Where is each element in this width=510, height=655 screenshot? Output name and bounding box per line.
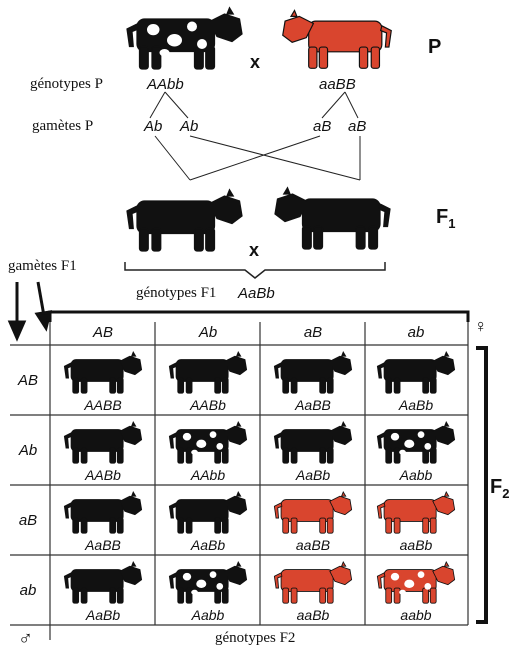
f2-cow-AAbb (168, 421, 248, 464)
f2-genotype-label: AaBb (85, 607, 121, 623)
parent-cow-red (282, 9, 392, 69)
generation-f1-label: F1 (436, 206, 456, 231)
gamete-left-1: Ab (144, 118, 163, 135)
generation-p-label: P (428, 36, 442, 58)
right-genotype: aaBB (319, 76, 356, 93)
f1-genotype: AaBb (238, 285, 275, 302)
col-header-AB: AB (92, 324, 113, 341)
col-header-aB: aB (303, 324, 323, 341)
f1-cow-black-right (274, 186, 391, 250)
row-header-aB: aB (18, 512, 38, 529)
gamete-left-2: Ab (180, 118, 199, 135)
genotypes-f2-label: génotypes F2 (215, 630, 296, 646)
left-genotype: AAbb (147, 76, 184, 93)
gamete-right-1: aB (313, 118, 332, 135)
gamete-right-2: aB (348, 118, 367, 135)
f2-cow-AaBb (168, 491, 248, 534)
row-header-Ab: Ab (18, 442, 38, 459)
male-symbol: ♂ (18, 628, 33, 650)
f2-genotype-label: AABB (84, 397, 122, 413)
f2-cow-AaBB (63, 491, 143, 534)
genotypes-f1-label: génotypes F1 (136, 285, 217, 301)
col-header-Ab: Ab (198, 324, 218, 341)
gametes-f1-label: gamètes F1 (8, 258, 77, 274)
f2-genotype-label: aaBb (296, 607, 330, 623)
f2-cow-AABB (63, 351, 143, 394)
f2-cow-Aabb (376, 421, 456, 464)
f1-cow-black-left (126, 188, 243, 252)
cross-symbol-f1: x (249, 240, 260, 260)
f2-genotype-label: Aabb (399, 467, 433, 483)
generation-f2-label: F2 (490, 476, 510, 501)
f2-genotype-label: aaBb (399, 537, 433, 553)
f2-genotype-label: AaBb (190, 537, 226, 553)
parent-cow-black-white (126, 6, 243, 70)
f2-genotype-label: AaBb (295, 467, 331, 483)
f2-genotype-label: aabb (400, 607, 432, 623)
f2-cow-AaBB (273, 351, 353, 394)
col-header-ab: ab (407, 324, 425, 341)
f2-cow-AaBb (63, 561, 143, 604)
f2-cow-aabb (376, 561, 456, 604)
f2-genotype-label: AAbb (190, 467, 226, 483)
f2-cow-AABb (63, 421, 143, 464)
f2-cow-AaBb (376, 351, 456, 394)
f2-cow-aaBB (273, 491, 353, 534)
f2-genotype-label: AaBB (85, 537, 121, 553)
f2-cow-Aabb (168, 561, 248, 604)
genotypes-p-label: génotypes P (30, 76, 103, 92)
female-symbol: ♀ (474, 316, 488, 336)
cross-symbol-p: x (250, 52, 261, 72)
f2-cow-aaBb (376, 491, 456, 534)
f2-genotype-label: AaBb (398, 397, 434, 413)
gametes-p-label: gamètes P (32, 118, 94, 134)
f2-genotype-label: AaBB (295, 397, 331, 413)
f2-genotype-label: AABb (85, 467, 121, 483)
f2-genotype-label: Aabb (191, 607, 225, 623)
row-header-AB: AB (17, 372, 38, 389)
f2-genotype-label: AABb (190, 397, 226, 413)
f2-cow-aaBb (273, 561, 353, 604)
f2-genotype-label: aaBB (295, 537, 331, 553)
row-header-ab: ab (19, 582, 37, 599)
f2-cow-AABb (168, 351, 248, 394)
f2-cow-AaBb (273, 421, 353, 464)
